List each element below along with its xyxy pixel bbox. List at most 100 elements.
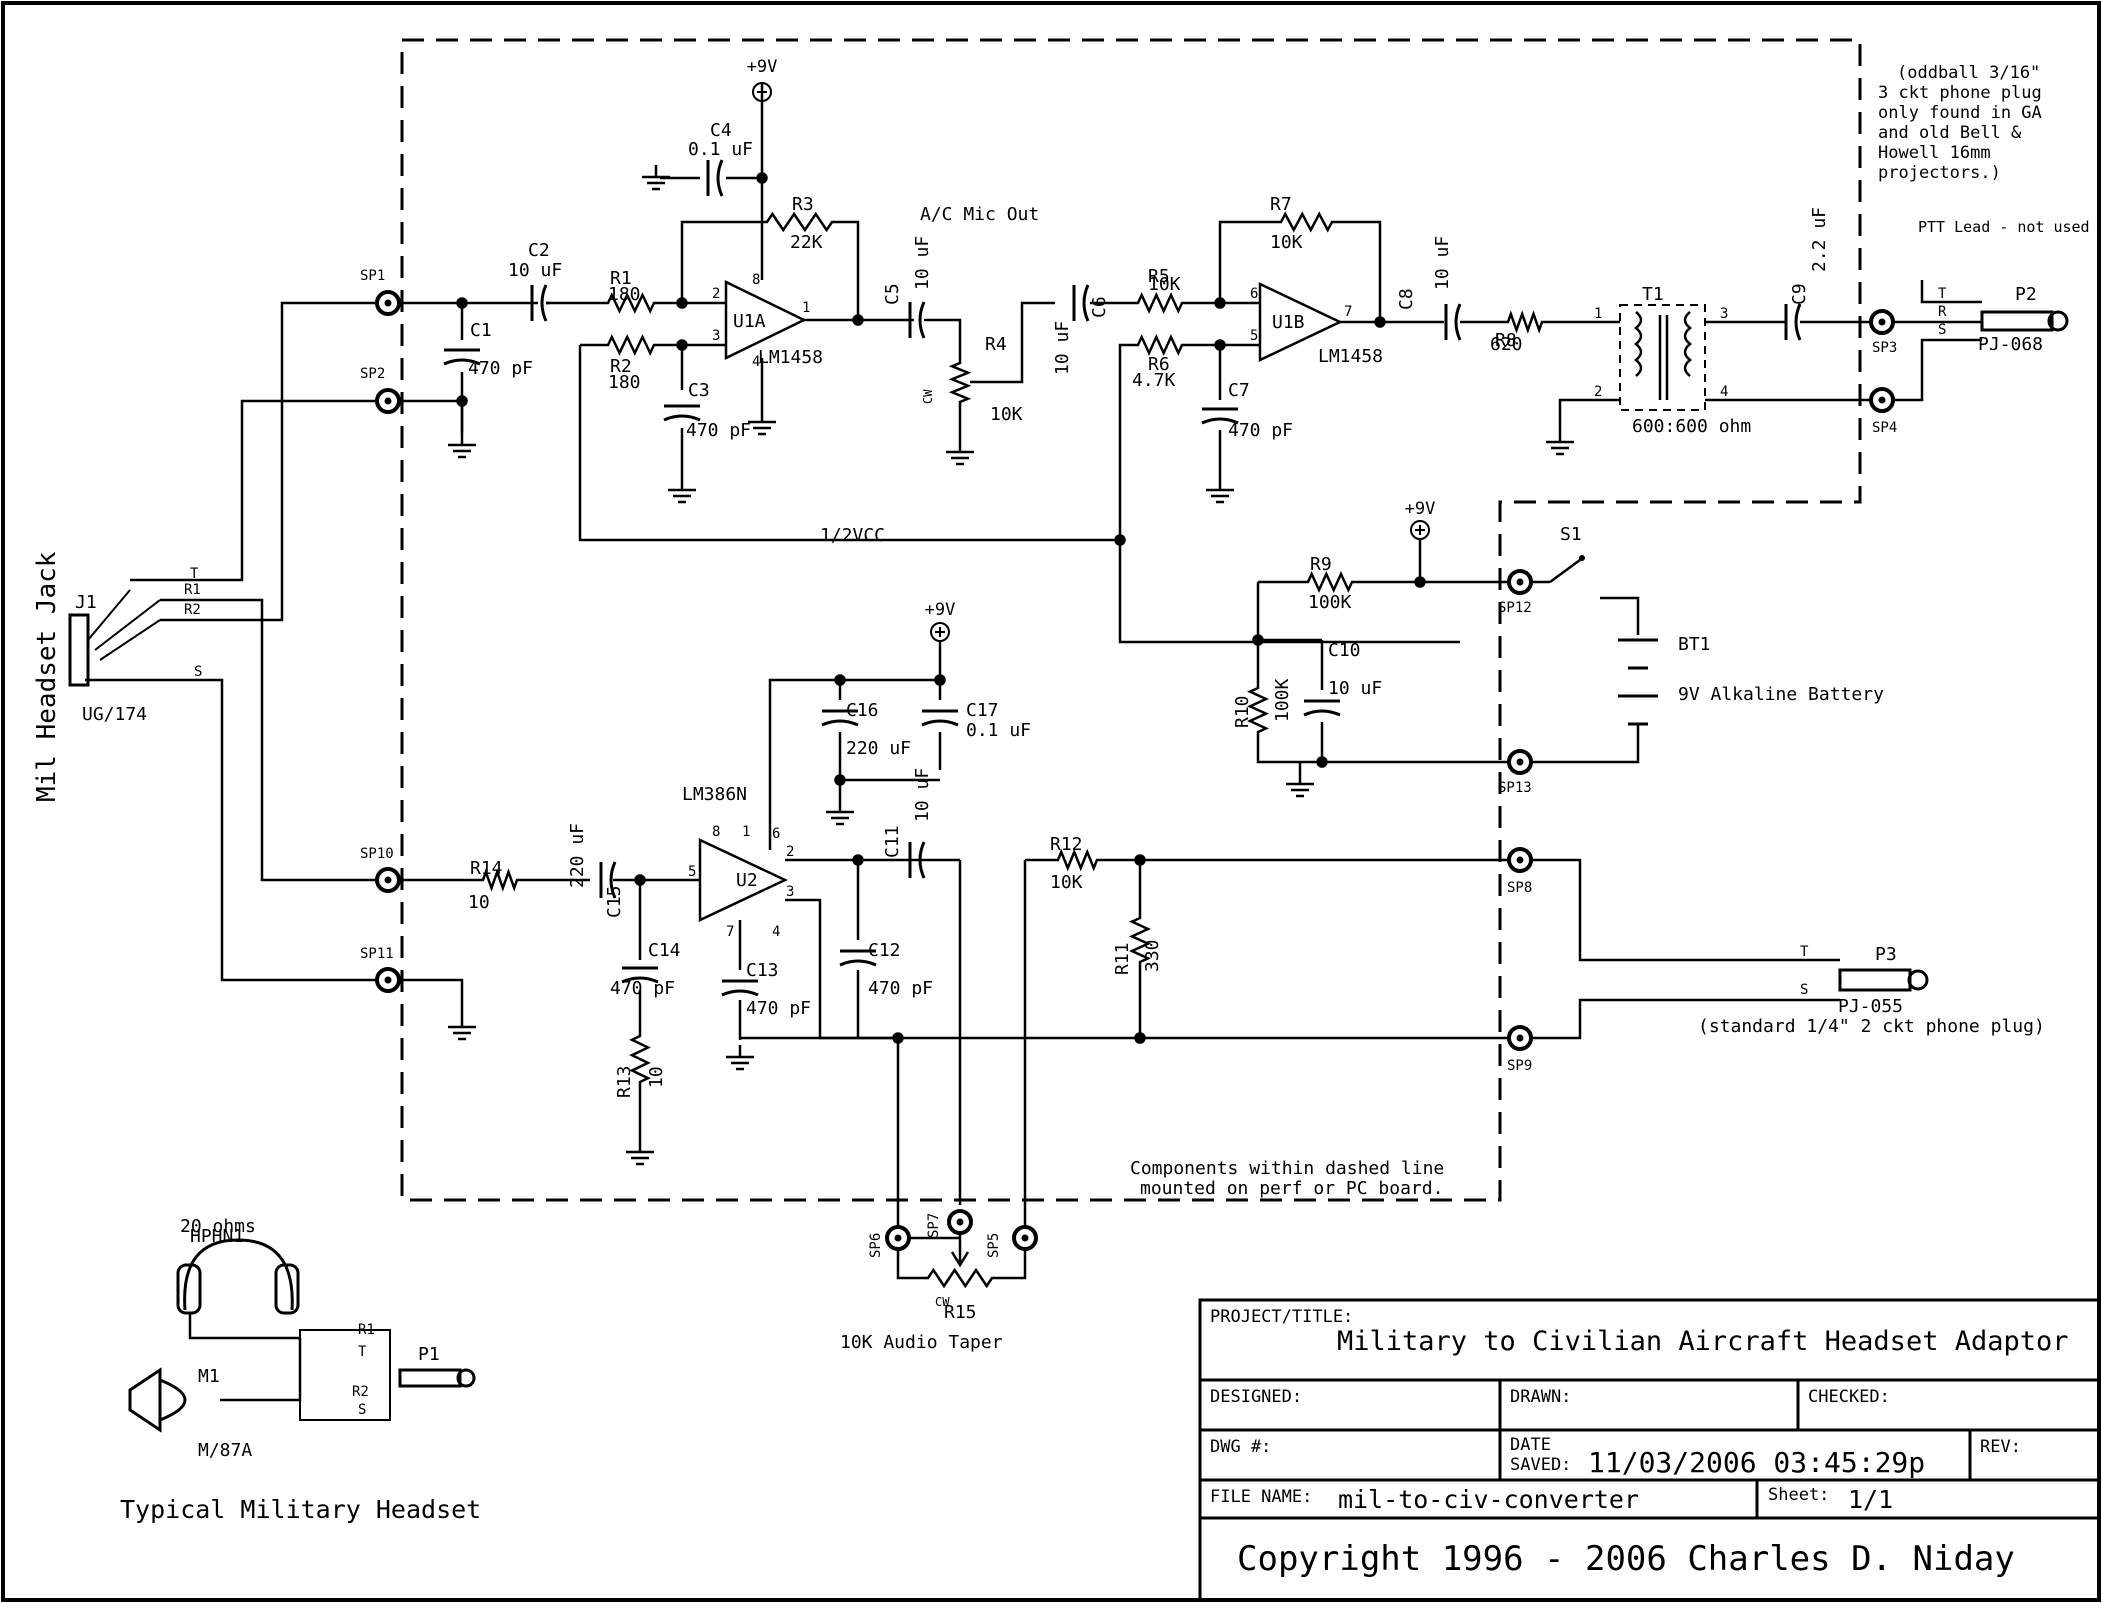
label: M/87A <box>198 1440 252 1461</box>
label: U1A <box>733 311 766 332</box>
c1-label: C1 <box>470 320 492 341</box>
test-point-label: SP8 <box>1507 880 1532 896</box>
label: 600:600 ohm <box>1632 416 1751 437</box>
junction-dot <box>1414 576 1426 588</box>
pin-number: S <box>1800 982 1808 998</box>
supply-icon <box>752 82 772 102</box>
plug-note: (oddball 3/16" <box>1897 63 2040 83</box>
junction-dot <box>456 395 468 407</box>
test-point <box>384 397 392 405</box>
wire <box>1600 596 1640 635</box>
capacitor-plate <box>921 719 959 727</box>
c6-label: C6 <box>1089 296 1110 318</box>
label: 20 ohms <box>180 1216 256 1237</box>
wire <box>1118 343 1130 540</box>
label: LM1458 <box>758 347 823 368</box>
headphone-icon <box>274 1263 300 1315</box>
supply-icon <box>930 622 950 642</box>
junction-dot <box>1134 854 1146 866</box>
label: P1 <box>418 1344 440 1365</box>
c8-value: 10 uF <box>1432 236 1453 290</box>
plug-p1 <box>398 1368 462 1388</box>
pin-number: 2 <box>712 286 720 302</box>
wire <box>1340 220 1382 322</box>
c7-value: 470 pF <box>1228 420 1293 441</box>
c17-label: C17 <box>966 700 999 721</box>
test-point <box>1516 856 1524 864</box>
c7-label: C7 <box>1228 380 1250 401</box>
r6-label: R6 <box>1148 354 1170 375</box>
r9-value: 100K <box>1308 592 1352 613</box>
plug-tip <box>1907 969 1929 991</box>
op-amp <box>698 838 788 922</box>
test-point <box>1021 1234 1029 1242</box>
wire <box>578 345 1120 542</box>
label: P2 <box>2015 284 2037 305</box>
resistor <box>1050 848 1105 872</box>
capacitor-plate <box>716 159 724 197</box>
c10-value: 10 uF <box>1328 678 1382 699</box>
label: HPHN1 <box>190 1226 244 1247</box>
c12-value: 470 pF <box>868 978 933 999</box>
pin-number: R2 <box>184 602 201 618</box>
rev-label: REV: <box>1980 1437 2021 1457</box>
junction-dot <box>934 674 946 686</box>
checked-label: CHECKED: <box>1808 1387 1890 1407</box>
junction-dot <box>1134 1032 1146 1044</box>
label: PJ-055 <box>1838 996 1903 1017</box>
pin-number: 3 <box>1720 306 1728 322</box>
supply-icon <box>1410 520 1430 540</box>
capacitor-plate <box>839 959 877 967</box>
pin-number: R <box>1938 304 1947 320</box>
wire <box>970 301 1055 384</box>
wire <box>388 978 464 1015</box>
wire <box>220 1338 302 1402</box>
capacitor-plate <box>621 976 659 984</box>
resistor <box>1300 570 1360 594</box>
r8-value: 620 <box>1490 334 1523 355</box>
c16-label: C16 <box>846 700 879 721</box>
resistor <box>1500 310 1550 334</box>
pin-number: T <box>1800 944 1809 960</box>
supply-label: +9V <box>925 600 956 620</box>
c8-label: C8 <box>1396 288 1417 310</box>
designed-label: DESIGNED: <box>1210 1387 1302 1407</box>
capacitor-plate <box>1794 303 1802 341</box>
capacitor-plate <box>918 301 926 339</box>
wire <box>160 598 388 882</box>
c12-label: C12 <box>868 940 901 961</box>
resistor <box>629 1028 651 1090</box>
wire <box>130 399 388 582</box>
test-point-label: SP1 <box>360 268 385 284</box>
r12-label: R12 <box>1050 834 1083 855</box>
wire <box>1520 724 1640 764</box>
supply-label: +9V <box>747 57 778 77</box>
title-block: PROJECT/TITLE: Military to Civilian Airc… <box>1198 1298 2101 1602</box>
label: J1 <box>75 592 97 613</box>
resistor <box>759 211 840 233</box>
wire <box>1920 280 1982 304</box>
board-note: Components within dashed line <box>1130 1158 1444 1179</box>
plug-tip <box>2047 310 2069 332</box>
transformer-shield <box>1619 304 1706 411</box>
r2-value: 180 <box>608 372 641 393</box>
capacitor-plate <box>1082 284 1090 322</box>
r1-value: 180 <box>608 284 641 305</box>
pin-number: 5 <box>688 864 696 880</box>
capacitor-plate <box>1201 417 1239 425</box>
c14-value: 470 pF <box>610 978 675 999</box>
test-point-label: SP2 <box>360 366 385 382</box>
label: P3 <box>1875 944 1897 965</box>
test-point-label: SP7 <box>926 1213 942 1238</box>
resistor <box>948 355 972 410</box>
ptt-note: PTT Lead - not used <box>1918 218 2090 236</box>
date-value: 11/03/2006 03:45:29p <box>1588 1446 1925 1479</box>
c15-label: C15 <box>604 885 625 918</box>
capacitor-plate <box>609 861 617 899</box>
junction-dot <box>1214 297 1226 309</box>
mil-headset-jack-label: Mil Headset Jack <box>32 551 62 802</box>
test-point <box>1878 396 1886 404</box>
test-point <box>1878 318 1886 326</box>
